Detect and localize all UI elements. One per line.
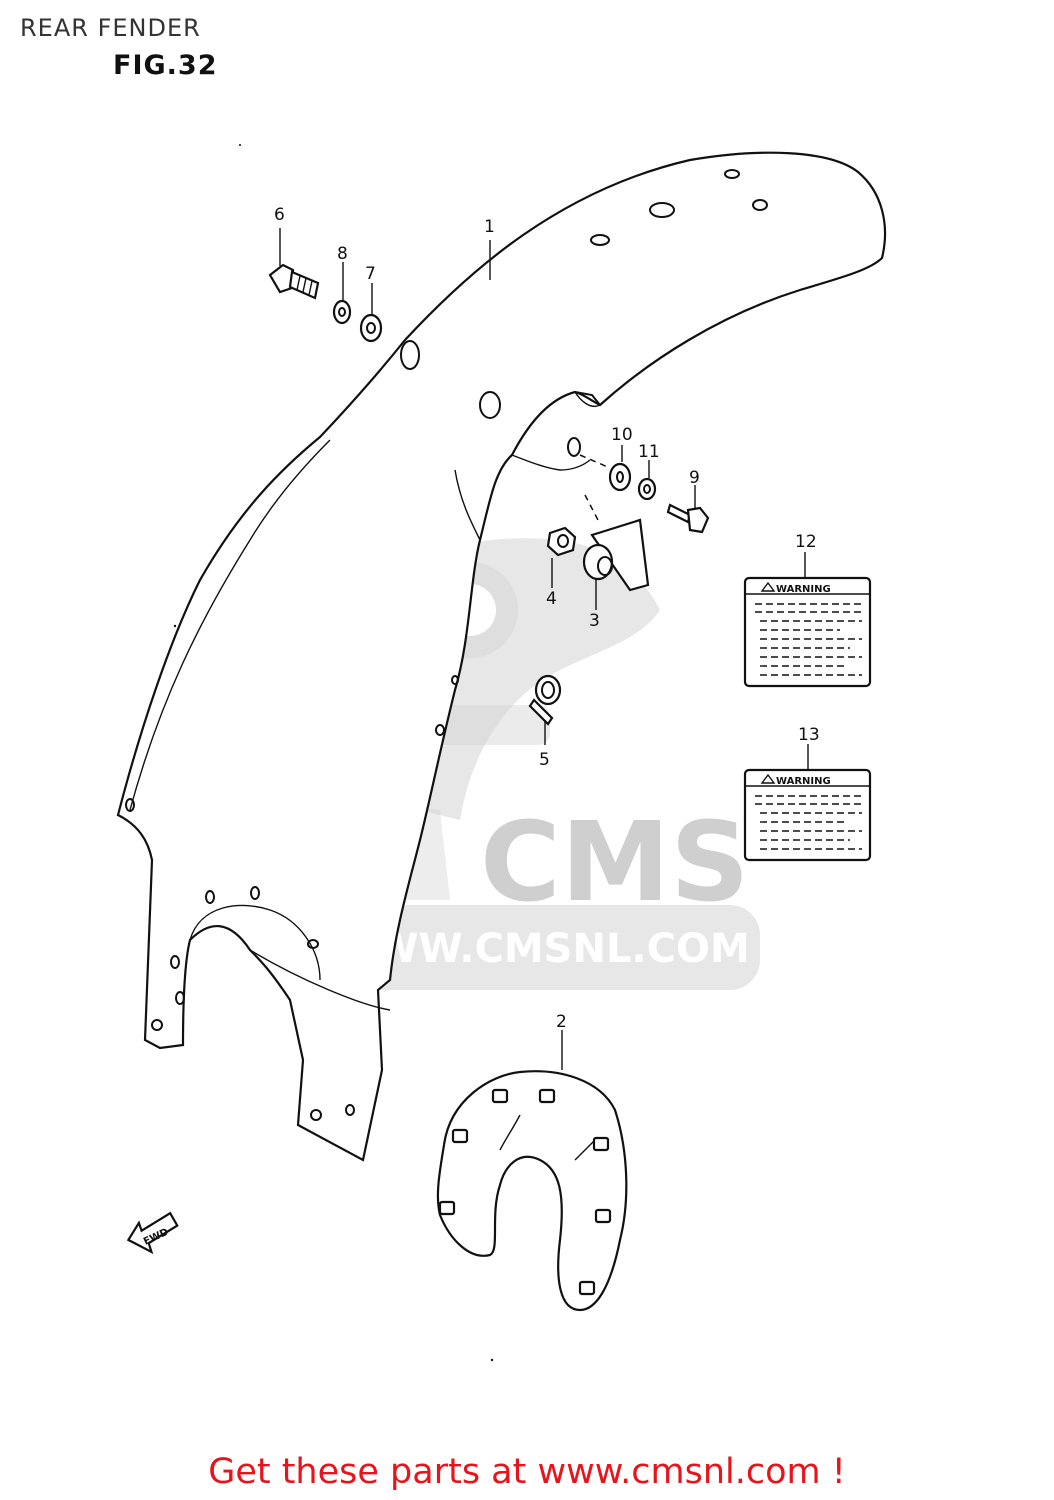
callout-6: 6 [274,205,285,225]
callout-1: 1 [484,217,495,237]
callout-11: 11 [638,442,660,462]
callout-2: 2 [556,1012,567,1032]
washer-part-7 [359,313,383,343]
washer-part-10 [608,462,632,492]
warning-label-12: WARNING [743,552,872,688]
warning-label-13: WARNING [743,744,872,862]
callout-12: 12 [795,532,817,552]
parts-diagram: CMS WWW.CMSNL.COM [116,144,886,1362]
callout-5: 5 [539,750,550,770]
callout-13: 13 [798,725,820,745]
warning-label-13-heading: WARNING [776,776,831,787]
forward-arrow-icon: FWD [126,1211,179,1255]
nut-part-4 [546,526,577,557]
clamp-part-5 [528,674,562,726]
bolt-part-6 [268,263,320,300]
callout-7: 7 [365,264,376,284]
footer-parts-link[interactable]: Get these parts at www.cmsnl.com ! [208,1452,846,1492]
callout-4: 4 [546,589,557,609]
watermark-url-text: WWW.CMSNL.COM [330,926,750,972]
page-title: REAR FENDER [20,14,201,42]
washer-part-11 [637,477,657,501]
washer-part-8 [332,299,352,325]
callout-10: 10 [611,425,633,445]
watermark-cms-text: CMS [480,798,749,926]
mud-flap-part-2 [436,1070,628,1312]
callout-8: 8 [337,244,348,264]
bolt-part-9 [666,503,710,534]
callout-3: 3 [589,611,600,631]
grommet-part-3 [582,543,614,581]
warning-label-12-heading: WARNING [776,584,831,595]
callout-9: 9 [689,468,700,488]
figure-number: FIG.32 [113,50,218,81]
rear-fender-part [116,151,886,1162]
